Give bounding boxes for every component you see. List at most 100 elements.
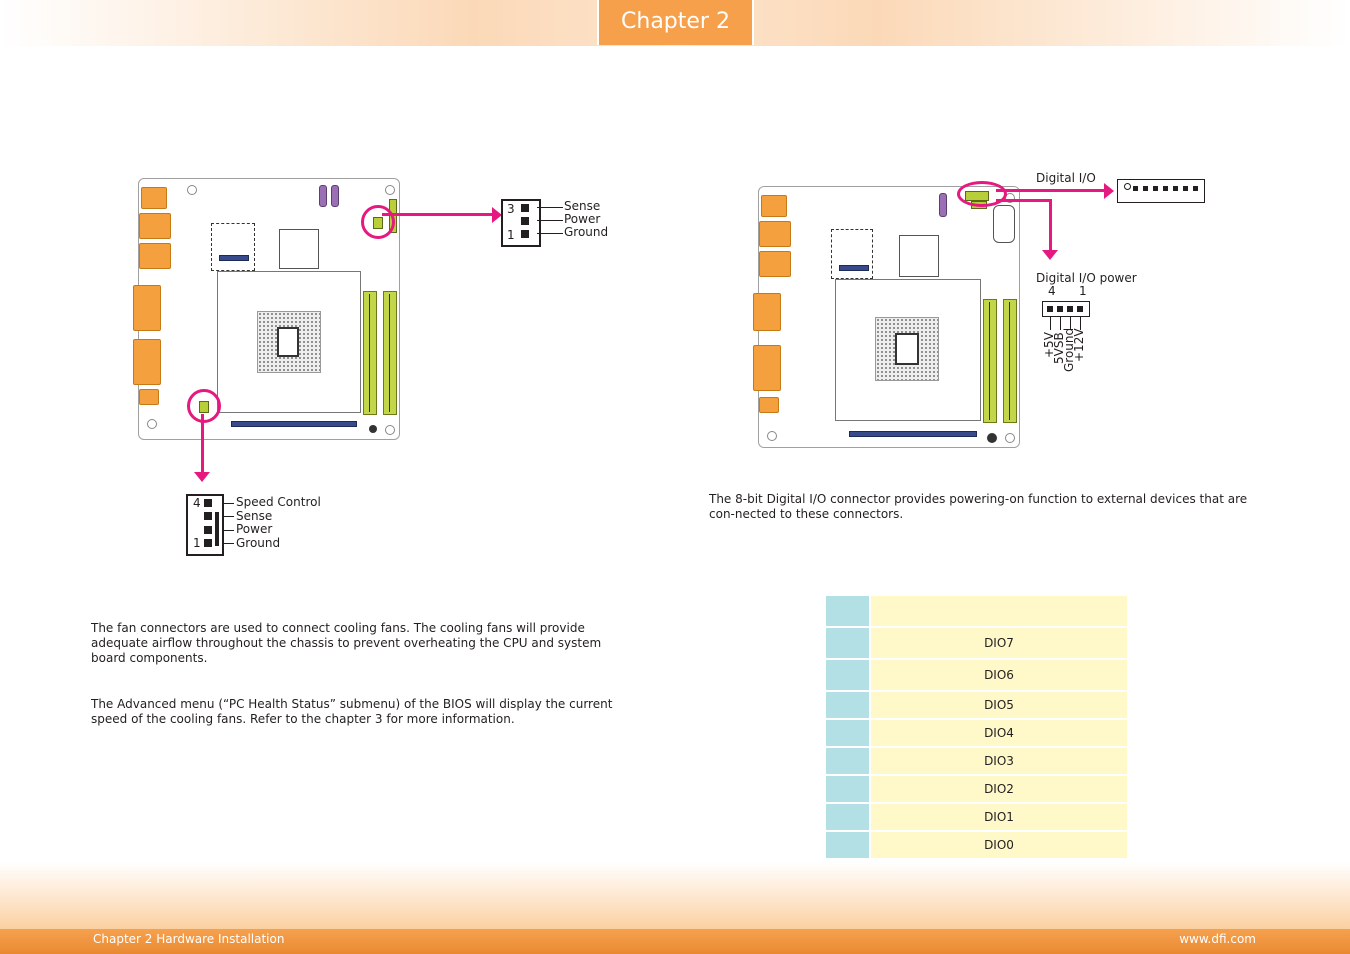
cpu-fan-pin-1: [521, 230, 529, 238]
signal-cell: DIO0: [871, 832, 1127, 860]
signal-cell: DIO5: [871, 692, 1127, 720]
pin-cell: [826, 596, 871, 628]
mount-hole-1: [147, 419, 157, 429]
dio-highlight: [957, 181, 1007, 207]
dio-power-label: Digital I/O power: [1036, 271, 1137, 285]
pcie-x16-slot: [231, 421, 357, 427]
dio-power-connector-outline: [1042, 301, 1090, 317]
sys-fan-pin-bottom-number: 1: [193, 536, 201, 550]
bios-note: The Advanced menu (“PC Health Status” su…: [91, 697, 613, 726]
cpu-fan-pin-2: [521, 217, 529, 225]
dio-power-lead-2: [1060, 316, 1061, 330]
dio-pin-4: [1153, 186, 1158, 191]
dio-label: Digital I/O: [1036, 171, 1096, 185]
battery: [369, 425, 377, 433]
minipcie-slot: [219, 255, 249, 261]
dio-power-arrow-h: [996, 199, 1051, 202]
rear-io-lan: [139, 243, 171, 269]
table-row: DIO6: [826, 660, 1127, 692]
sys-fan-arrow-head: [194, 472, 210, 482]
rear-io-com: [133, 339, 161, 385]
dimm-slot-2: [383, 291, 397, 415]
pin-cell: [826, 720, 871, 748]
fan-description: The fan connectors are used to connect c…: [91, 621, 602, 665]
sys-fan-pin-3: [204, 512, 212, 520]
cpu-fan-pin-bottom-number: 1: [507, 228, 515, 242]
sys-fan-lead-1: [222, 503, 234, 504]
pin-cell: [826, 776, 871, 804]
dimm-slot-2-r: [1003, 299, 1017, 423]
chapter-tab: Chapter 2: [597, 0, 754, 45]
sys-fan-lead-4: [222, 543, 234, 544]
dio-power-signal-12v: +12V: [1072, 328, 1086, 362]
cpu-fan-label-sense: Sense: [564, 199, 601, 213]
cpu-fan-pin-3: [521, 204, 529, 212]
dio-power-pin-4: [1047, 306, 1053, 312]
dio-pin-1: [1124, 183, 1131, 190]
dio-power-arrow-v: [1049, 199, 1052, 251]
cpu-fan-highlight: [361, 205, 395, 239]
footer-band: [0, 862, 1350, 930]
com-header-r: [993, 205, 1015, 243]
dio-pin-5: [1163, 186, 1168, 191]
sys-fan-label-power: Power: [236, 522, 273, 536]
signal-cell: DIO4: [871, 720, 1127, 748]
footer-bar: [0, 929, 1350, 954]
dio-connector-outline: [1117, 179, 1205, 203]
sys-fan-arrow-line: [201, 414, 204, 474]
rear-io-usb-r: [759, 221, 791, 247]
sys-fan-pin-top-number: 4: [193, 496, 201, 510]
sys-fan-label-speed-control: Speed Control: [236, 495, 321, 509]
sys-fan-lead-2: [222, 516, 234, 517]
sys-fan-key: [215, 512, 219, 546]
pin-cell: [826, 692, 871, 720]
table-row: DIO4: [826, 720, 1127, 748]
signal-cell: DIO3: [871, 748, 1127, 776]
battery-r: [987, 433, 997, 443]
rear-io-lan-r: [759, 251, 791, 277]
dio-power-lead-1: [1050, 316, 1051, 330]
cpu-fan-label-ground: Ground: [564, 225, 609, 239]
cpu-fan-label-power: Power: [564, 212, 601, 226]
dio-power-arrow-head: [1042, 250, 1058, 260]
dio-pin-table: DIO7 DIO6 DIO5 DIO4 DIO3 DIO2 DIO1 DIO0: [826, 596, 1127, 860]
dio-pin-6: [1173, 186, 1178, 191]
sys-fan-pin-2: [204, 526, 212, 534]
dimm-slot-1-r: [983, 299, 997, 423]
dio-pin-2: [1133, 186, 1138, 191]
cpu-socket-center-r: [895, 333, 919, 365]
dio-power-pin-1: [1077, 306, 1083, 312]
motherboard-diagram-dio: [753, 181, 1020, 448]
footer-section-title: Chapter 2 Hardware Installation: [93, 932, 285, 946]
cpu-fan-arrow-head: [492, 207, 502, 223]
dio-power-lead-4: [1080, 316, 1081, 330]
dio-description: The 8-bit Digital I/O connector provides…: [709, 492, 1248, 521]
sata-port-2: [331, 185, 339, 207]
minipcie-slot-r: [839, 265, 869, 271]
cpu-fan-pin-top-number: 3: [507, 202, 515, 216]
rear-io-power: [141, 187, 167, 209]
table-row: [826, 596, 1127, 628]
dio-power-pin-3: [1057, 306, 1063, 312]
dio-power-pin-right-number: 1: [1079, 284, 1087, 298]
dio-pin-3: [1143, 186, 1148, 191]
rear-io-power-r: [761, 195, 787, 217]
sys-fan-label-ground: Ground: [236, 536, 281, 550]
rear-io-com-r: [753, 345, 781, 391]
mount-hole-4: [385, 185, 395, 195]
footer-website-link[interactable]: www.dfi.com: [1179, 932, 1256, 946]
cpu-socket-center: [277, 327, 299, 357]
mini-pcie-area: [211, 223, 255, 271]
rear-io-usb: [139, 213, 171, 239]
pin-cell: [826, 748, 871, 776]
dio-arrow-line: [996, 189, 1106, 192]
sys-fan-lead-3: [222, 530, 234, 531]
cpu-fan-arrow-line: [382, 213, 494, 216]
mount-hole-3: [187, 185, 197, 195]
rear-io-vga: [133, 285, 161, 331]
sys-fan-pin-1: [204, 539, 212, 547]
pcie-x16-slot-r: [849, 431, 977, 437]
dio-power-lead-3: [1070, 316, 1071, 330]
chipset-r: [899, 235, 939, 277]
sys-fan-pin-4: [204, 499, 212, 507]
